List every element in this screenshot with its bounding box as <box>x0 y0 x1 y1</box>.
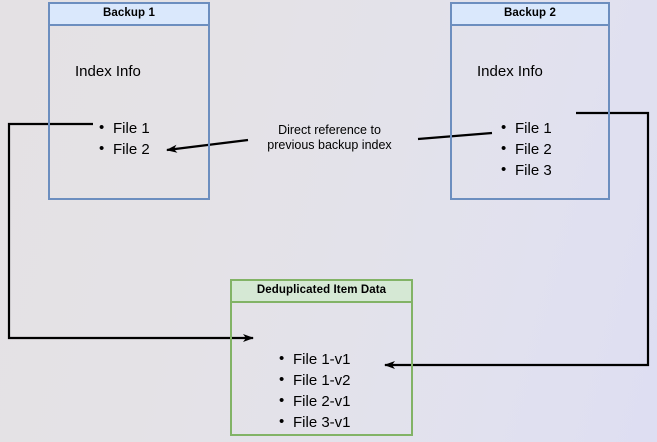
list-item: File 1 <box>99 117 150 139</box>
direct-reference-caption-line-1: Direct reference to <box>278 123 381 137</box>
list-item: File 1 <box>501 117 552 139</box>
backup-1-body: Index Info File 1 File 2 <box>50 26 208 198</box>
backup-1-file-list: File 1 File 2 <box>96 117 150 160</box>
backup-2-box[interactable]: Backup 2 Index Info File 1 File 2 File 3 <box>450 2 610 200</box>
list-item: File 1-v2 <box>279 369 350 391</box>
backup-1-header: Backup 1 <box>50 4 208 26</box>
backup-2-body: Index Info File 1 File 2 File 3 <box>452 26 608 198</box>
list-item: File 3-v1 <box>279 411 350 433</box>
backup-2-file-list: File 1 File 2 File 3 <box>498 117 552 181</box>
backup-1-index-label: Index Info <box>75 63 141 80</box>
backup-2-index-label: Index Info <box>477 63 543 80</box>
list-item: File 1-v1 <box>279 348 350 370</box>
deduplicated-item-data-box[interactable]: Deduplicated Item Data File 1-v1 File 1-… <box>230 279 413 436</box>
backup-2-header: Backup 2 <box>452 4 608 26</box>
list-item: File 3 <box>501 159 552 181</box>
list-item: File 2 <box>501 138 552 160</box>
list-item: File 2 <box>99 138 150 160</box>
list-item: File 2-v1 <box>279 390 350 412</box>
deduplicated-item-data-body: File 1-v1 File 1-v2 File 2-v1 File 3-v1 <box>232 303 411 434</box>
backup-1-box[interactable]: Backup 1 Index Info File 1 File 2 <box>48 2 210 200</box>
deduplicated-item-data-header: Deduplicated Item Data <box>232 281 411 303</box>
direct-reference-caption: Direct reference to previous backup inde… <box>247 123 412 153</box>
direct-reference-caption-line-2: previous backup index <box>267 138 392 152</box>
deduplicated-file-list: File 1-v1 File 1-v2 File 2-v1 File 3-v1 <box>276 348 350 433</box>
